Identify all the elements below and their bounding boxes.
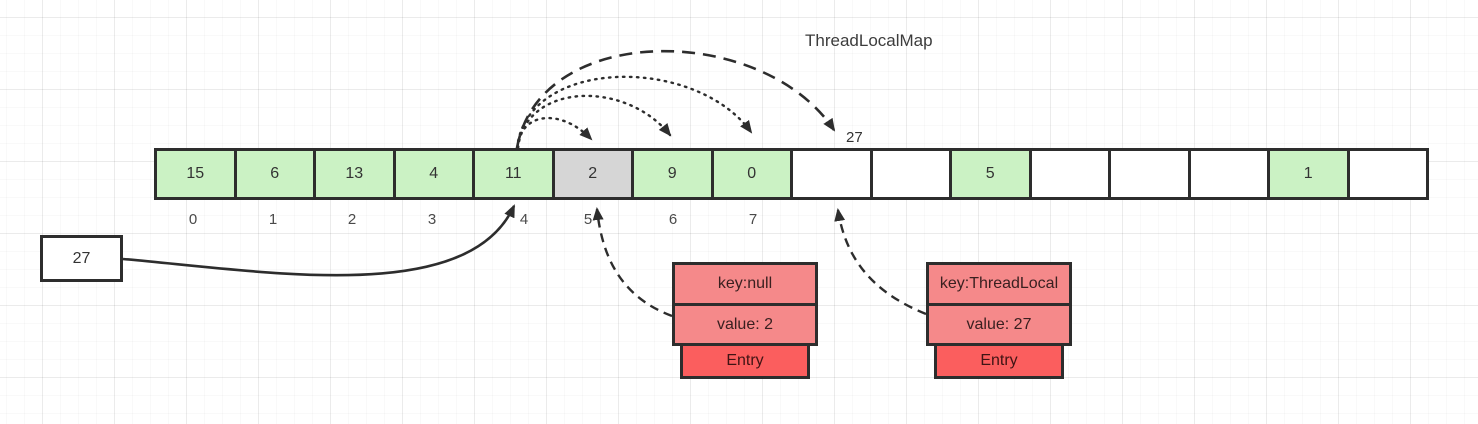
array-cell: 0 (710, 148, 793, 200)
index-label: 6 (668, 211, 678, 228)
array-cell: 13 (313, 148, 396, 200)
array-cell (790, 148, 873, 200)
index-label: 4 (519, 211, 529, 228)
diagram-title: ThreadLocalMap (805, 31, 933, 50)
array-cell: 4 (392, 148, 475, 200)
array-cell: 11 (472, 148, 555, 200)
entry-key-row: key:ThreadLocal (926, 262, 1072, 306)
entry-threadlocal-arrow-to-slot8 (834, 208, 927, 316)
array-cell: 6 (233, 148, 316, 200)
array-cell (1028, 148, 1111, 200)
hash-arc-value-label: 27 (846, 129, 863, 146)
array-cell: 5 (949, 148, 1032, 200)
array-cell (1187, 148, 1270, 200)
array-cell: 2 (551, 148, 634, 200)
array-cell: 15 (154, 148, 237, 200)
index-label: 7 (748, 211, 758, 228)
index-label: 2 (347, 211, 357, 228)
hash-value-box: 27 (40, 235, 123, 282)
probe-arc-slot4-to-slot5 (516, 116, 593, 150)
entry-key-row: key:null (672, 262, 818, 306)
index-label: 3 (427, 211, 437, 228)
entry-null-group: key:null value: 2 Entry (672, 262, 818, 379)
entry-tag: Entry (680, 343, 810, 379)
array-cell: 1 (1267, 148, 1350, 200)
rehash-arc-slot4-to-slot8 (515, 49, 836, 149)
probe-arc-slot4-to-slot7 (515, 75, 753, 150)
array-cell: 9 (631, 148, 714, 200)
entry-tag: Entry (934, 343, 1064, 379)
array-cell (1108, 148, 1191, 200)
array-cell (869, 148, 952, 200)
index-label: 1 (268, 211, 278, 228)
entry-value-row: value: 2 (672, 303, 818, 346)
entry-threadlocal-group: key:ThreadLocal value: 27 Entry (926, 262, 1072, 379)
entry-value-row: value: 27 (926, 303, 1072, 346)
probe-arc-slot4-to-slot6 (516, 94, 672, 150)
index-label: 0 (188, 211, 198, 228)
array-cell (1346, 148, 1429, 200)
index-label: 5 (583, 211, 593, 228)
